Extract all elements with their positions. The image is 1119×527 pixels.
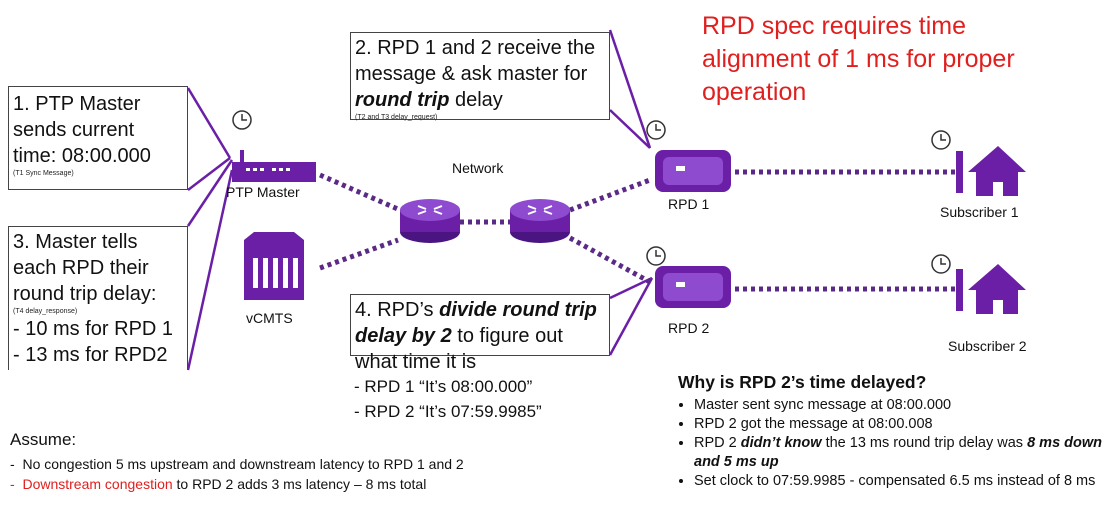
why-bullet-1: Master sent sync message at 08:00.000 xyxy=(694,396,1116,415)
step2-box: 2. RPD 1 and 2 receive the message & ask… xyxy=(350,32,610,121)
step4-text: 4. RPD’s divide round trip delay by 2 to… xyxy=(355,297,605,375)
house-icons xyxy=(956,146,1026,314)
vcmts-label: vCMTS xyxy=(246,310,293,326)
assume-line2-rest: to RPD 2 adds 3 ms latency – 8 ms total xyxy=(172,476,427,492)
why-b3-mid: the 13 ms round trip delay was xyxy=(821,435,1028,451)
why-bullet-3: RPD 2 didn’t know the 13 ms round trip d… xyxy=(694,434,1116,472)
network-label: Network xyxy=(452,160,504,176)
step3-text: 3. Master tells each RPD their round tri… xyxy=(13,231,157,305)
step2-text: 2. RPD 1 and 2 receive the message & ask… xyxy=(355,35,605,113)
subscriber2-label: Subscriber 2 xyxy=(948,338,1027,354)
step2-post: delay xyxy=(449,89,503,111)
assume-line1: - No congestion 5 ms upstream and downst… xyxy=(10,456,464,472)
assume-title: Assume: xyxy=(10,430,77,449)
headline: RPD spec requires time alignment of 1 ms… xyxy=(702,12,1015,106)
step4-pre: 4. RPD’s xyxy=(355,299,440,321)
assume-section: Assume: - No congestion 5 ms upstream an… xyxy=(10,430,610,494)
assume-line1-text: No congestion 5 ms upstream and downstre… xyxy=(22,456,464,472)
step4-box: 4. RPD’s divide round trip delay by 2 to… xyxy=(350,294,610,373)
rpd-icons xyxy=(655,150,731,308)
why-b3-emph: didn’t know xyxy=(740,435,822,451)
step4-post: to figure out what time it is xyxy=(355,325,563,373)
step2-emph: round trip xyxy=(355,89,450,111)
network-links xyxy=(318,169,955,292)
why-b3-pre: RPD 2 xyxy=(694,435,741,451)
step3-box: 3. Master tells each RPD their round tri… xyxy=(8,226,188,370)
why-section: Why is RPD 2’s time delayed? Master sent… xyxy=(678,372,1116,491)
step4-item-rpd1: - RPD 1 “It’s 08:00.000” xyxy=(354,377,533,396)
step1-text: 1. PTP Master sends current time: 08:00.… xyxy=(13,93,151,167)
rpd2-label: RPD 2 xyxy=(668,320,710,336)
assume-line2: - Downstream congestion to RPD 2 adds 3 … xyxy=(10,476,427,492)
vcmts-icon xyxy=(244,232,304,300)
step2-note: (T2 and T3 delay_request) xyxy=(355,114,438,121)
step4-emph: divide round trip delay by 2 xyxy=(355,299,597,347)
callout-lines xyxy=(186,29,654,371)
router-icons xyxy=(400,199,570,243)
ptp-master-label: PTP Master xyxy=(226,184,300,200)
assume-line2-red: Downstream congestion xyxy=(22,476,173,492)
why-list: Master sent sync message at 08:00.000 RP… xyxy=(678,396,1116,491)
rpd1-label: RPD 1 xyxy=(668,196,710,212)
step1-note: (T1 Sync Message) xyxy=(13,170,74,177)
clock-icons xyxy=(232,110,951,274)
why-title: Why is RPD 2’s time delayed? xyxy=(678,372,927,392)
why-bullet-2: RPD 2 got the message at 08:00.008 xyxy=(694,415,1116,434)
step4-items: - RPD 1 “It’s 08:00.000” - RPD 2 “It’s 0… xyxy=(354,374,542,424)
ptp-master-icon xyxy=(232,150,316,182)
step3-item-rpd2: - 13 ms for RPD2 xyxy=(13,344,168,366)
step1-box: 1. PTP Master sends current time: 08:00.… xyxy=(8,86,188,190)
why-bullet-4: Set clock to 07:59.9985 - compensated 6.… xyxy=(694,472,1116,491)
step2-pre: 2. RPD 1 and 2 receive the message & ask… xyxy=(355,37,596,85)
subscriber1-label: Subscriber 1 xyxy=(940,204,1019,220)
step4-item-rpd2: - RPD 2 “It’s 07:59.9985” xyxy=(354,402,542,421)
why-b3-emph2: 8 ms down and 5 ms up xyxy=(694,435,1103,470)
step3-note: (T4 delay_response) xyxy=(13,308,78,315)
step3-item-rpd1: - 10 ms for RPD 1 xyxy=(13,318,174,340)
